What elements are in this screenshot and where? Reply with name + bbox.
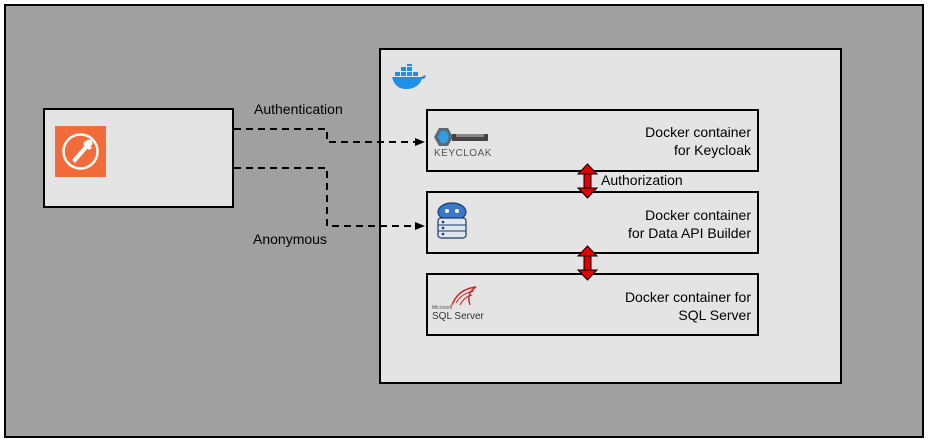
dab-container: Docker container for Data API Builder [426, 191, 759, 254]
sql-server-container-label: Docker container for SQL Server [625, 288, 751, 324]
sql-server-logo-small-text: Microsoft [432, 305, 453, 311]
client-box [43, 108, 234, 208]
keycloak-container: KEYCLOAK Docker container for Keycloak [426, 109, 759, 172]
keycloak-logo-text: KEYCLOAK [434, 148, 492, 159]
anonymous-label: Anonymous [253, 231, 327, 247]
keycloak-label-line1: Docker container [645, 124, 751, 140]
keycloak-icon: KEYCLOAK [432, 125, 492, 165]
authorization-label: Authorization [601, 172, 683, 188]
anonymous-edge [234, 167, 425, 230]
dab-label-line2: for Data API Builder [628, 225, 751, 241]
dab-container-label: Docker container for Data API Builder [628, 206, 751, 242]
authorization-arrow [576, 163, 599, 199]
dab-sql-arrow [576, 245, 599, 281]
data-api-builder-icon [433, 202, 471, 249]
authentication-label: Authentication [254, 101, 343, 117]
keycloak-container-label: Docker container for Keycloak [645, 123, 751, 159]
sql-label-line2: SQL Server [678, 307, 751, 323]
authentication-edge [234, 128, 425, 146]
keycloak-label-line2: for Keycloak [673, 142, 751, 158]
docker-whale-icon [391, 62, 427, 97]
sql-server-icon: Microsoft SQL Server [430, 285, 490, 329]
sql-label-line1: Docker container for [624, 289, 751, 305]
postman-icon [55, 126, 106, 177]
sql-server-logo-text: SQL Server [432, 311, 484, 322]
dab-label-line1: Docker container [645, 207, 751, 223]
